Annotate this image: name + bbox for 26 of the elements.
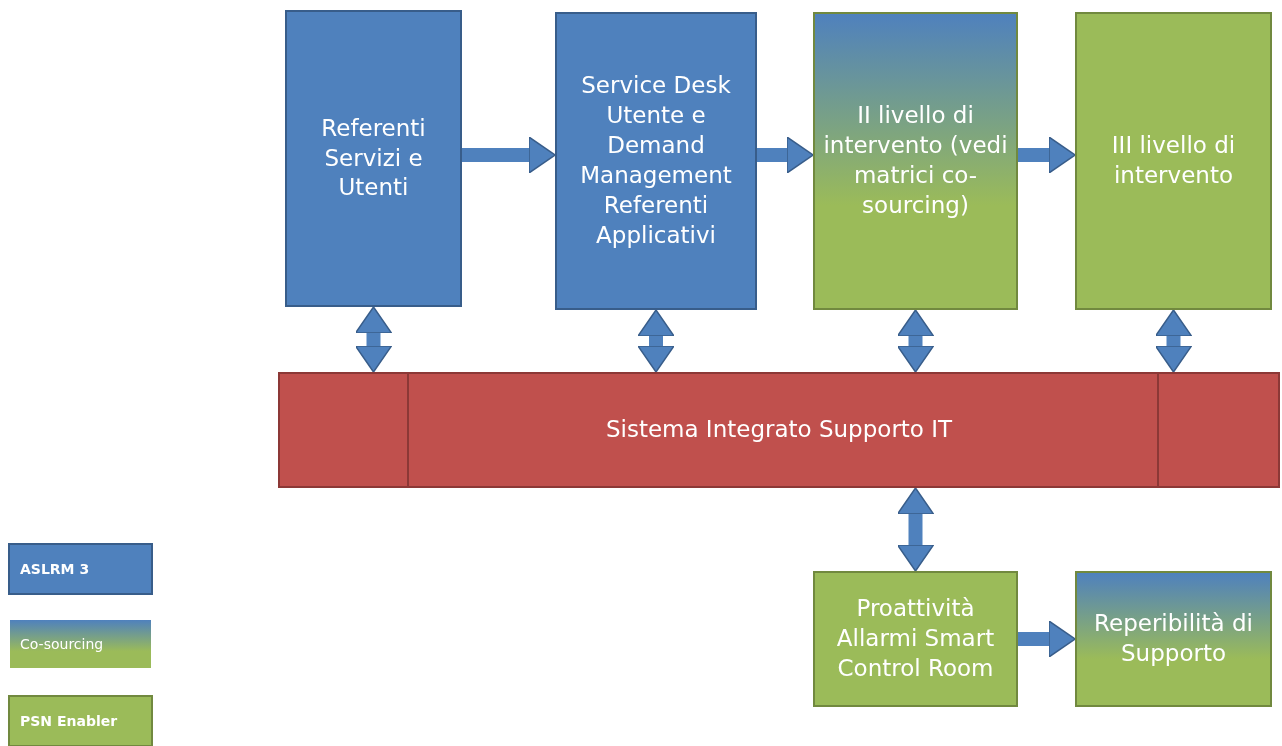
block-arrow — [1018, 136, 1076, 174]
box-label: Referenti Servizi e Utenti — [320, 113, 427, 203]
legend-label: PSN Enabler — [20, 713, 118, 729]
process-box — [555, 12, 757, 310]
block-arrow — [1018, 620, 1076, 658]
box-label: Proattività Allarmi Smart Control Room — [835, 594, 996, 683]
process-box — [1075, 12, 1272, 310]
process-box — [1075, 571, 1272, 707]
process-box — [813, 571, 1018, 707]
legend-label: ASLRM 3 — [20, 561, 90, 577]
block-arrow — [1154, 309, 1193, 373]
box-label: II livello di intervento (vedi matrici co-sourcing) — [822, 101, 1009, 220]
legend-label: Co-sourcing — [20, 636, 104, 652]
box-label: Reperibilità di Supporto — [1093, 609, 1254, 668]
process-box — [285, 10, 462, 307]
block-arrow — [896, 309, 935, 373]
block-arrow — [637, 309, 675, 373]
block-arrow — [896, 487, 935, 572]
process-box — [813, 12, 1018, 310]
block-arrow — [757, 136, 814, 174]
box-label: Service Desk Utente e Demand Management Referenti Applicativi — [579, 71, 733, 250]
block-arrow — [354, 306, 393, 373]
box-label: Sistema Integrato Supporto IT — [605, 415, 953, 445]
process-box — [278, 372, 1280, 488]
box-label: III livello di intervento — [1110, 131, 1237, 190]
block-arrow — [462, 136, 556, 174]
